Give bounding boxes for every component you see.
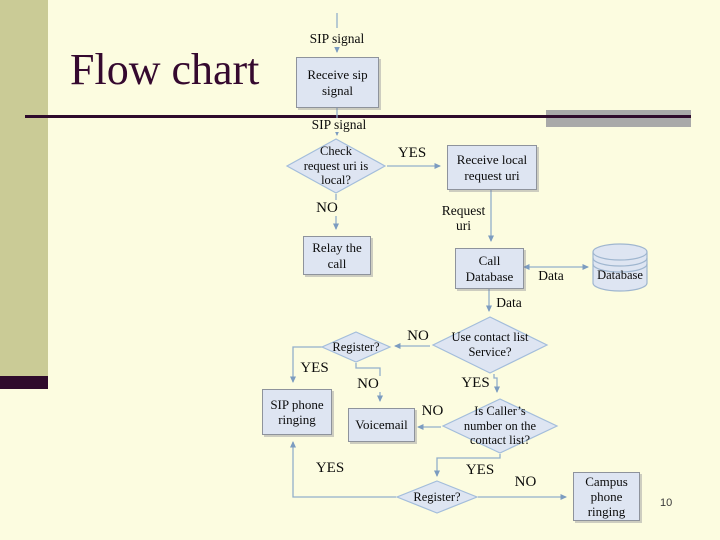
connector-lines [290, 13, 589, 500]
node-relay-call: Relay the call [303, 236, 371, 275]
node-campus-phone-ringing: Campus phone ringing [573, 472, 640, 521]
label-yes-is-caller: YES [463, 462, 497, 478]
label-yes-check: YES [396, 144, 428, 161]
label-data-horizontal: Data [535, 268, 567, 284]
connector-yes-to-register2 [434, 454, 501, 477]
register2-label: Register? [413, 489, 461, 504]
node-receive-sip: Receive sip signal [296, 57, 379, 108]
label-sip-signal-top: SIP signal [302, 31, 372, 47]
label-no-register1: NO [354, 376, 382, 392]
check-local-label: Check request uri is local? [303, 143, 369, 188]
database-cylinder-rim3 [592, 263, 648, 273]
node-receive-local: Receive local request uri [447, 145, 537, 190]
node-voicemail: Voicemail [348, 408, 415, 442]
label-data-vertical: Data [492, 295, 526, 311]
database-cylinder-rim1 [592, 251, 648, 261]
title-rule-accent-bar [546, 110, 691, 127]
connector-yes-to-sip-phone [290, 346, 322, 383]
label-yes-register2: YES [313, 460, 347, 476]
use-contact-label: Use contact list Service? [451, 330, 529, 359]
decision-diamonds [285, 138, 559, 514]
slide-title: Flow chart [70, 45, 260, 94]
left-accent-band [0, 0, 48, 376]
label-no-register2: NO [511, 474, 540, 490]
label-yes-register1: YES [298, 360, 331, 376]
label-yes-use-contact: YES [459, 375, 492, 391]
node-sip-phone-ringing: SIP phone ringing [262, 389, 332, 435]
label-no-is-caller: NO [419, 403, 446, 419]
connector-yes-to-is-caller [493, 374, 500, 393]
register1-diamond [320, 331, 392, 363]
use-contact-diamond [431, 316, 549, 374]
title-rule [25, 115, 691, 118]
database-cylinder-rim2 [592, 257, 648, 267]
register1-label: Register? [332, 339, 380, 354]
database-label: Database [597, 268, 643, 283]
connector-yes-to-sip-phone-bottom [290, 441, 396, 498]
register2-diamond [395, 480, 479, 514]
label-no-use-contact: NO [404, 328, 432, 344]
database-cylinder [592, 243, 648, 292]
is-caller-label: Is Caller’s number on the contact list? [463, 403, 537, 448]
label-sip-signal-mid: SIP signal [304, 117, 374, 132]
database-cylinder-body [592, 243, 648, 292]
label-request-uri: Request uri [438, 203, 489, 235]
left-accent-band-cap [0, 376, 48, 389]
check-local-diamond [285, 138, 387, 194]
label-no-check: NO [313, 200, 341, 216]
node-call-database: Call Database [455, 248, 524, 289]
page-number: 10 [660, 497, 673, 509]
is-caller-diamond [441, 398, 559, 454]
